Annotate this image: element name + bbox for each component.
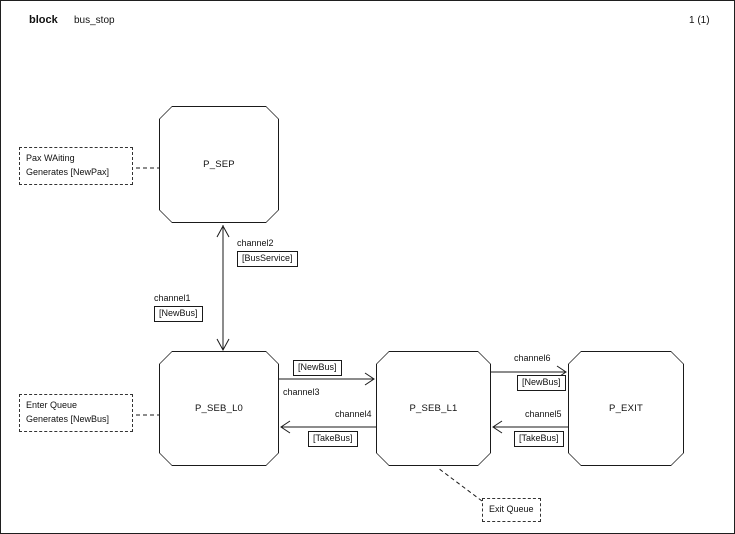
arrow-up-icon bbox=[216, 224, 230, 238]
arrow-down-icon bbox=[216, 338, 230, 352]
process-label: P_SEP bbox=[203, 159, 235, 170]
channel3-line bbox=[279, 372, 375, 386]
channel3-name: channel3 bbox=[283, 387, 320, 397]
process-p-exit: P_EXIT bbox=[568, 351, 684, 466]
channel4-name: channel4 bbox=[335, 409, 372, 419]
channel2-name: channel2 bbox=[237, 238, 274, 248]
process-p-seb-l0: P_SEB_L0 bbox=[159, 351, 279, 466]
comment-line: Exit Queue bbox=[489, 504, 534, 514]
process-label: P_SEB_L0 bbox=[194, 403, 244, 414]
channel1-signal-list: [NewBus] bbox=[154, 306, 203, 322]
channel2-signal-list: [BusService] bbox=[237, 251, 298, 267]
process-p-seb-l1: P_SEB_L1 bbox=[376, 351, 491, 466]
channel5-signal-list: [TakeBus] bbox=[514, 431, 564, 447]
channel6-signal-list: [NewBus] bbox=[517, 375, 566, 391]
comment-exit-queue: Exit Queue bbox=[482, 498, 541, 522]
comment-line: Pax WAiting bbox=[26, 153, 75, 163]
channel6-name: channel6 bbox=[514, 353, 551, 363]
channel5-line bbox=[492, 420, 568, 434]
page-number: 1 (1) bbox=[689, 15, 710, 26]
process-label: P_SEB_L1 bbox=[409, 403, 458, 414]
comment-connectors bbox=[129, 167, 483, 502]
channel4-line bbox=[280, 420, 376, 434]
channel3-signal-list: [NewBus] bbox=[293, 360, 342, 376]
channel4-signal-list: [TakeBus] bbox=[308, 431, 358, 447]
block-kind-label: block bbox=[29, 14, 58, 26]
comment-line: Enter Queue bbox=[26, 400, 78, 410]
channel5-name: channel5 bbox=[525, 409, 562, 419]
arrow-right-icon bbox=[364, 372, 375, 386]
arrow-left-icon bbox=[492, 420, 503, 434]
channel1-channel2-line bbox=[216, 224, 230, 352]
comment-line: Generates [NewPax] bbox=[26, 166, 110, 177]
process-p-sep: P_SEP bbox=[159, 106, 279, 223]
comment-enter-queue: Enter Queue Generates [NewBus] bbox=[19, 394, 133, 432]
block-name: bus_stop bbox=[74, 15, 115, 26]
comment-line: Generates [NewBus] bbox=[26, 413, 110, 424]
channel1-name: channel1 bbox=[154, 293, 191, 303]
process-label: P_EXIT bbox=[609, 403, 643, 414]
comment-pax-waiting: Pax WAiting Generates [NewPax] bbox=[19, 147, 133, 185]
arrow-left-icon bbox=[280, 420, 291, 434]
